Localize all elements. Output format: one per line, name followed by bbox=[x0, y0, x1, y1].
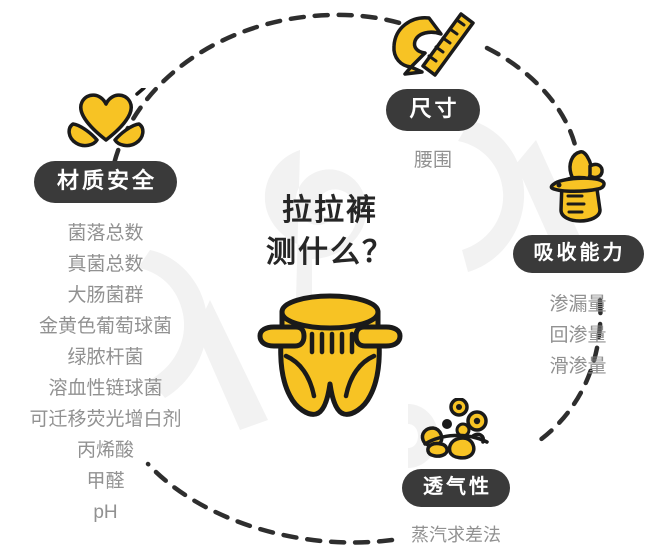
diaper-illustration bbox=[252, 292, 408, 425]
list-item: 溶血性链球菌 bbox=[48, 378, 163, 399]
center-title: 拉拉裤 测什么？ bbox=[235, 190, 425, 274]
measuring-tape-icon bbox=[385, 6, 481, 83]
list-item: 回渗量 bbox=[549, 325, 607, 346]
badge-absorption[interactable]: 吸收能力 bbox=[512, 235, 644, 273]
list-item: 丙烯酸 bbox=[76, 440, 134, 461]
badge-size[interactable]: 尺寸 bbox=[386, 89, 480, 131]
node-size: 尺寸 腰围 bbox=[368, 6, 498, 176]
list-item: 真菌总数 bbox=[67, 254, 144, 275]
list-material-safety: 菌落总数 真菌总数 大肠菌群 金黄色葡萄球菌 绿脓杆菌 溶血性链球菌 可迁移荧光… bbox=[29, 218, 181, 528]
list-size: 腰围 bbox=[414, 145, 452, 176]
pouring-liquid-icon bbox=[540, 148, 616, 229]
node-material-safety: 材质安全 菌落总数 真菌总数 大肠菌群 金黄色葡萄球菌 绿脓杆菌 溶血性链球菌 … bbox=[8, 86, 203, 528]
list-item: 滑渗量 bbox=[549, 356, 607, 377]
center-title-line2: 测什么？ bbox=[266, 236, 394, 269]
list-item: 菌落总数 bbox=[67, 223, 144, 244]
badge-breathability[interactable]: 透气性 bbox=[402, 469, 510, 507]
hands-holding-heart-icon bbox=[63, 86, 149, 155]
list-item: 腰围 bbox=[413, 150, 452, 171]
list-item: 可迁移荧光增白剂 bbox=[29, 409, 182, 430]
center-title-line1: 拉拉裤 bbox=[282, 194, 378, 227]
list-absorption: 渗漏量 回渗量 滑渗量 bbox=[549, 289, 606, 382]
rising-bubbles-icon bbox=[411, 397, 501, 465]
list-item: 大肠菌群 bbox=[67, 285, 144, 306]
list-item: 蒸汽求差法 bbox=[411, 525, 501, 545]
list-item: 绿脓杆菌 bbox=[67, 347, 144, 368]
node-absorption: 吸收能力 渗漏量 回渗量 滑渗量 bbox=[493, 148, 663, 382]
list-item: pH bbox=[93, 502, 118, 523]
list-breathability: 蒸汽求差法 bbox=[411, 520, 501, 550]
badge-material-safety[interactable]: 材质安全 bbox=[33, 161, 177, 203]
list-item: 金黄色葡萄球菌 bbox=[38, 316, 172, 337]
list-item: 甲醛 bbox=[86, 471, 125, 492]
list-item: 渗漏量 bbox=[549, 294, 607, 315]
